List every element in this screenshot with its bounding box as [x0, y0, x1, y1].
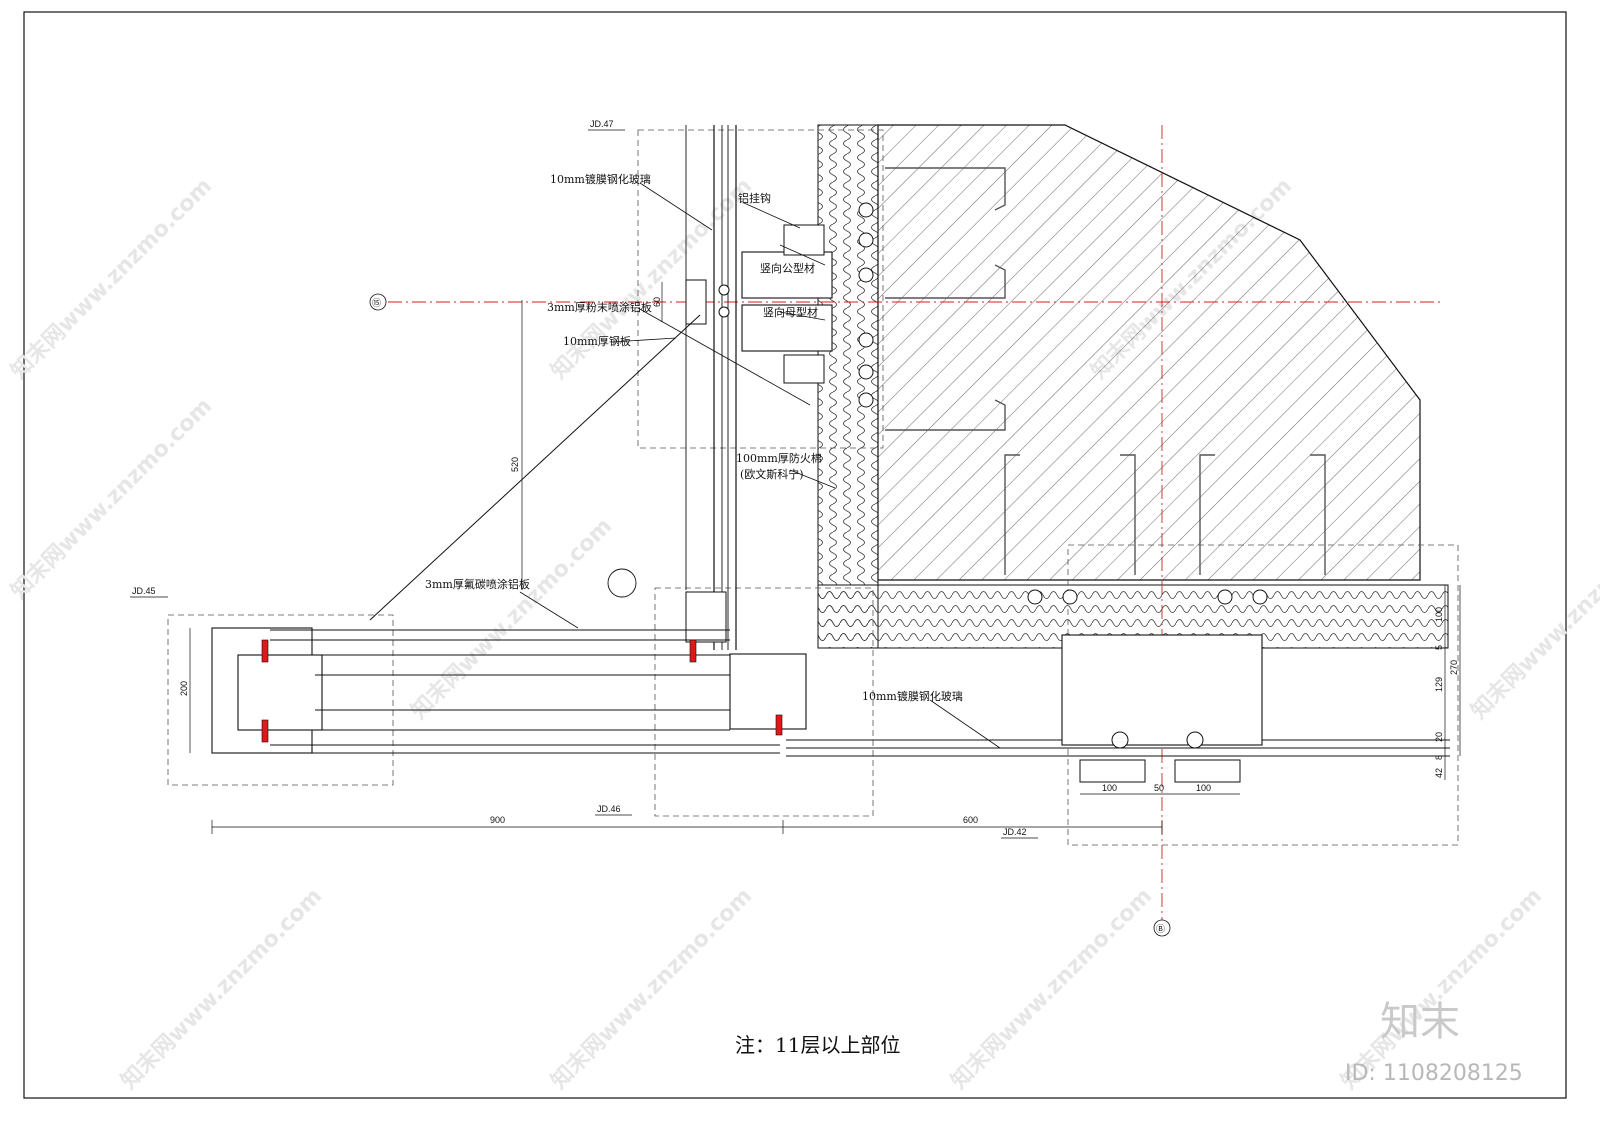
- dim-600: 600: [963, 815, 978, 825]
- label-fire-wool-2: (欧文斯科宁): [740, 467, 804, 481]
- red-bolt-markers: [261, 639, 783, 743]
- dim-right-20: 20: [1434, 732, 1444, 742]
- watermark-text: 知末网www.znzmo.com: [546, 173, 757, 384]
- concrete-column: [877, 124, 1421, 581]
- detail-tag-jd46: JD.46: [597, 804, 621, 814]
- label-glass-bottom: 10mm镀膜钢化玻璃: [862, 689, 963, 703]
- watermark-text: 知末网www.znzmo.com: [6, 173, 217, 384]
- brand-logo: 知末: [1380, 999, 1460, 1045]
- column-anchor-bolts: [718, 202, 874, 408]
- axis-bubble-b: [1153, 919, 1171, 937]
- axis-label-b: Ⓑ: [1156, 924, 1165, 934]
- dim-900: 900: [490, 815, 505, 825]
- watermark-text: 知末网www.znzmo.com: [406, 513, 617, 724]
- fire-wool-vertical: [817, 124, 879, 586]
- drain-circle: [607, 568, 637, 598]
- axis-bubble-15: [369, 293, 387, 311]
- label-glass-top: 10mm镀膜钢化玻璃: [550, 172, 651, 186]
- leader-lines: [519, 182, 1001, 749]
- detail-tag-jd45: JD.45: [132, 586, 156, 596]
- rebar-layer: [885, 167, 1326, 575]
- dim-100-right: 100: [1196, 783, 1211, 793]
- horizontal-curtain-wall: [786, 589, 1450, 783]
- label-fire-wool-1: 100mm厚防火棉: [736, 451, 822, 465]
- label-male-profile: 竖向公型材: [760, 261, 815, 275]
- diagonal-panel: [369, 314, 701, 621]
- watermark-text: 知末网www.znzmo.com: [1466, 513, 1600, 724]
- dim-right-100: 100: [1434, 607, 1444, 622]
- drawing-border: [23, 11, 1567, 1099]
- dim-right-8: 8: [1434, 755, 1444, 760]
- label-fluoro-panel: 3mm厚氟碳喷涂铝板: [425, 577, 530, 591]
- detail-tag-jd47: JD.47: [590, 119, 614, 129]
- label-powder-panel: 3mm厚粉末喷涂铝板: [547, 300, 652, 314]
- detail-tag-jd42: JD.42: [1003, 827, 1027, 837]
- vertical-curtain-wall: [685, 125, 833, 650]
- label-steel-plate: 10mm厚钢板: [563, 334, 631, 348]
- dim-right-129: 129: [1434, 677, 1444, 692]
- watermark-text: 知末网www.znzmo.com: [546, 883, 757, 1094]
- dimension-lines: [189, 282, 1461, 834]
- dim-right-270: 270: [1449, 660, 1459, 675]
- axis-label-15: ⑮: [372, 298, 381, 308]
- image-id: ID: 1108208125: [1345, 1061, 1523, 1086]
- dim-right-42: 42: [1434, 768, 1444, 778]
- dim-60: 60: [652, 297, 662, 307]
- drawing-note: 注：11层以上部位: [735, 1033, 900, 1057]
- label-al-hook: 铝挂钩: [738, 191, 771, 205]
- watermark-text: 知末网www.znzmo.com: [6, 393, 217, 604]
- dim-50: 50: [1154, 783, 1164, 793]
- dim-right-5: 5: [1434, 645, 1444, 650]
- dim-200: 200: [179, 681, 189, 696]
- label-female-profile: 竖向母型材: [763, 305, 818, 319]
- dim-520: 520: [510, 457, 520, 472]
- dim-100-left: 100: [1102, 783, 1117, 793]
- watermark-text: 知末网www.znzmo.com: [116, 883, 327, 1094]
- watermark-text: 知末网www.znzmo.com: [946, 883, 1157, 1094]
- corner-cap-profile: [211, 627, 807, 754]
